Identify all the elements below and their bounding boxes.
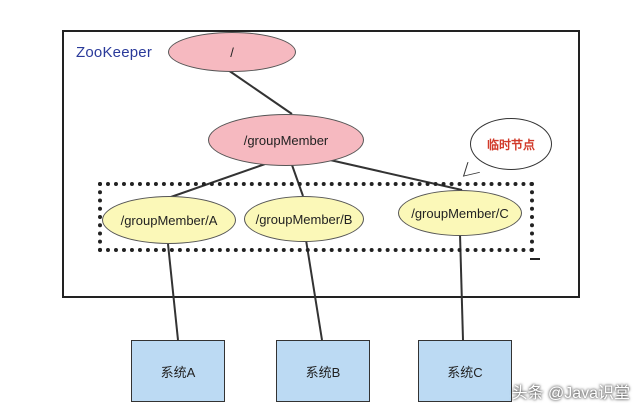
node-group-member: /groupMember [208, 114, 364, 166]
system-c-box: 系统C [418, 340, 512, 402]
node-group-member-a-label: /groupMember/A [120, 212, 218, 228]
dash-mark [530, 258, 540, 260]
node-group-member-a: /groupMember/A [102, 196, 236, 244]
edge-group-b [291, 164, 304, 197]
node-group-member-b: /groupMember/B [244, 196, 364, 242]
system-c-label: 系统C [447, 364, 483, 380]
node-group-member-c: /groupMember/C [398, 190, 522, 236]
ephemeral-callout-label: 临时节点 [486, 137, 535, 152]
system-a-box: 系统A [131, 340, 225, 402]
node-group-member-label: /groupMember [243, 132, 329, 148]
system-b-label: 系统B [305, 364, 341, 380]
edge-group-a [167, 162, 269, 199]
watermark-text: 头条 @Java识堂 [511, 385, 631, 402]
node-root-label: / [230, 44, 234, 60]
ephemeral-callout: 临时节点 [470, 118, 552, 170]
zookeeper-title: ZooKeeper [76, 44, 153, 61]
node-root: / [168, 32, 296, 72]
ephemeral-nodes-box [98, 182, 534, 252]
node-group-member-c-label: /groupMember/C [411, 205, 509, 221]
node-group-member-b-label: /groupMember/B [255, 211, 353, 227]
edge-b-system-b [305, 239, 323, 341]
edge-a-system-a [167, 243, 179, 341]
system-b-box: 系统B [276, 340, 370, 402]
system-a-label: 系统A [160, 364, 196, 380]
edge-root-group [227, 69, 293, 115]
